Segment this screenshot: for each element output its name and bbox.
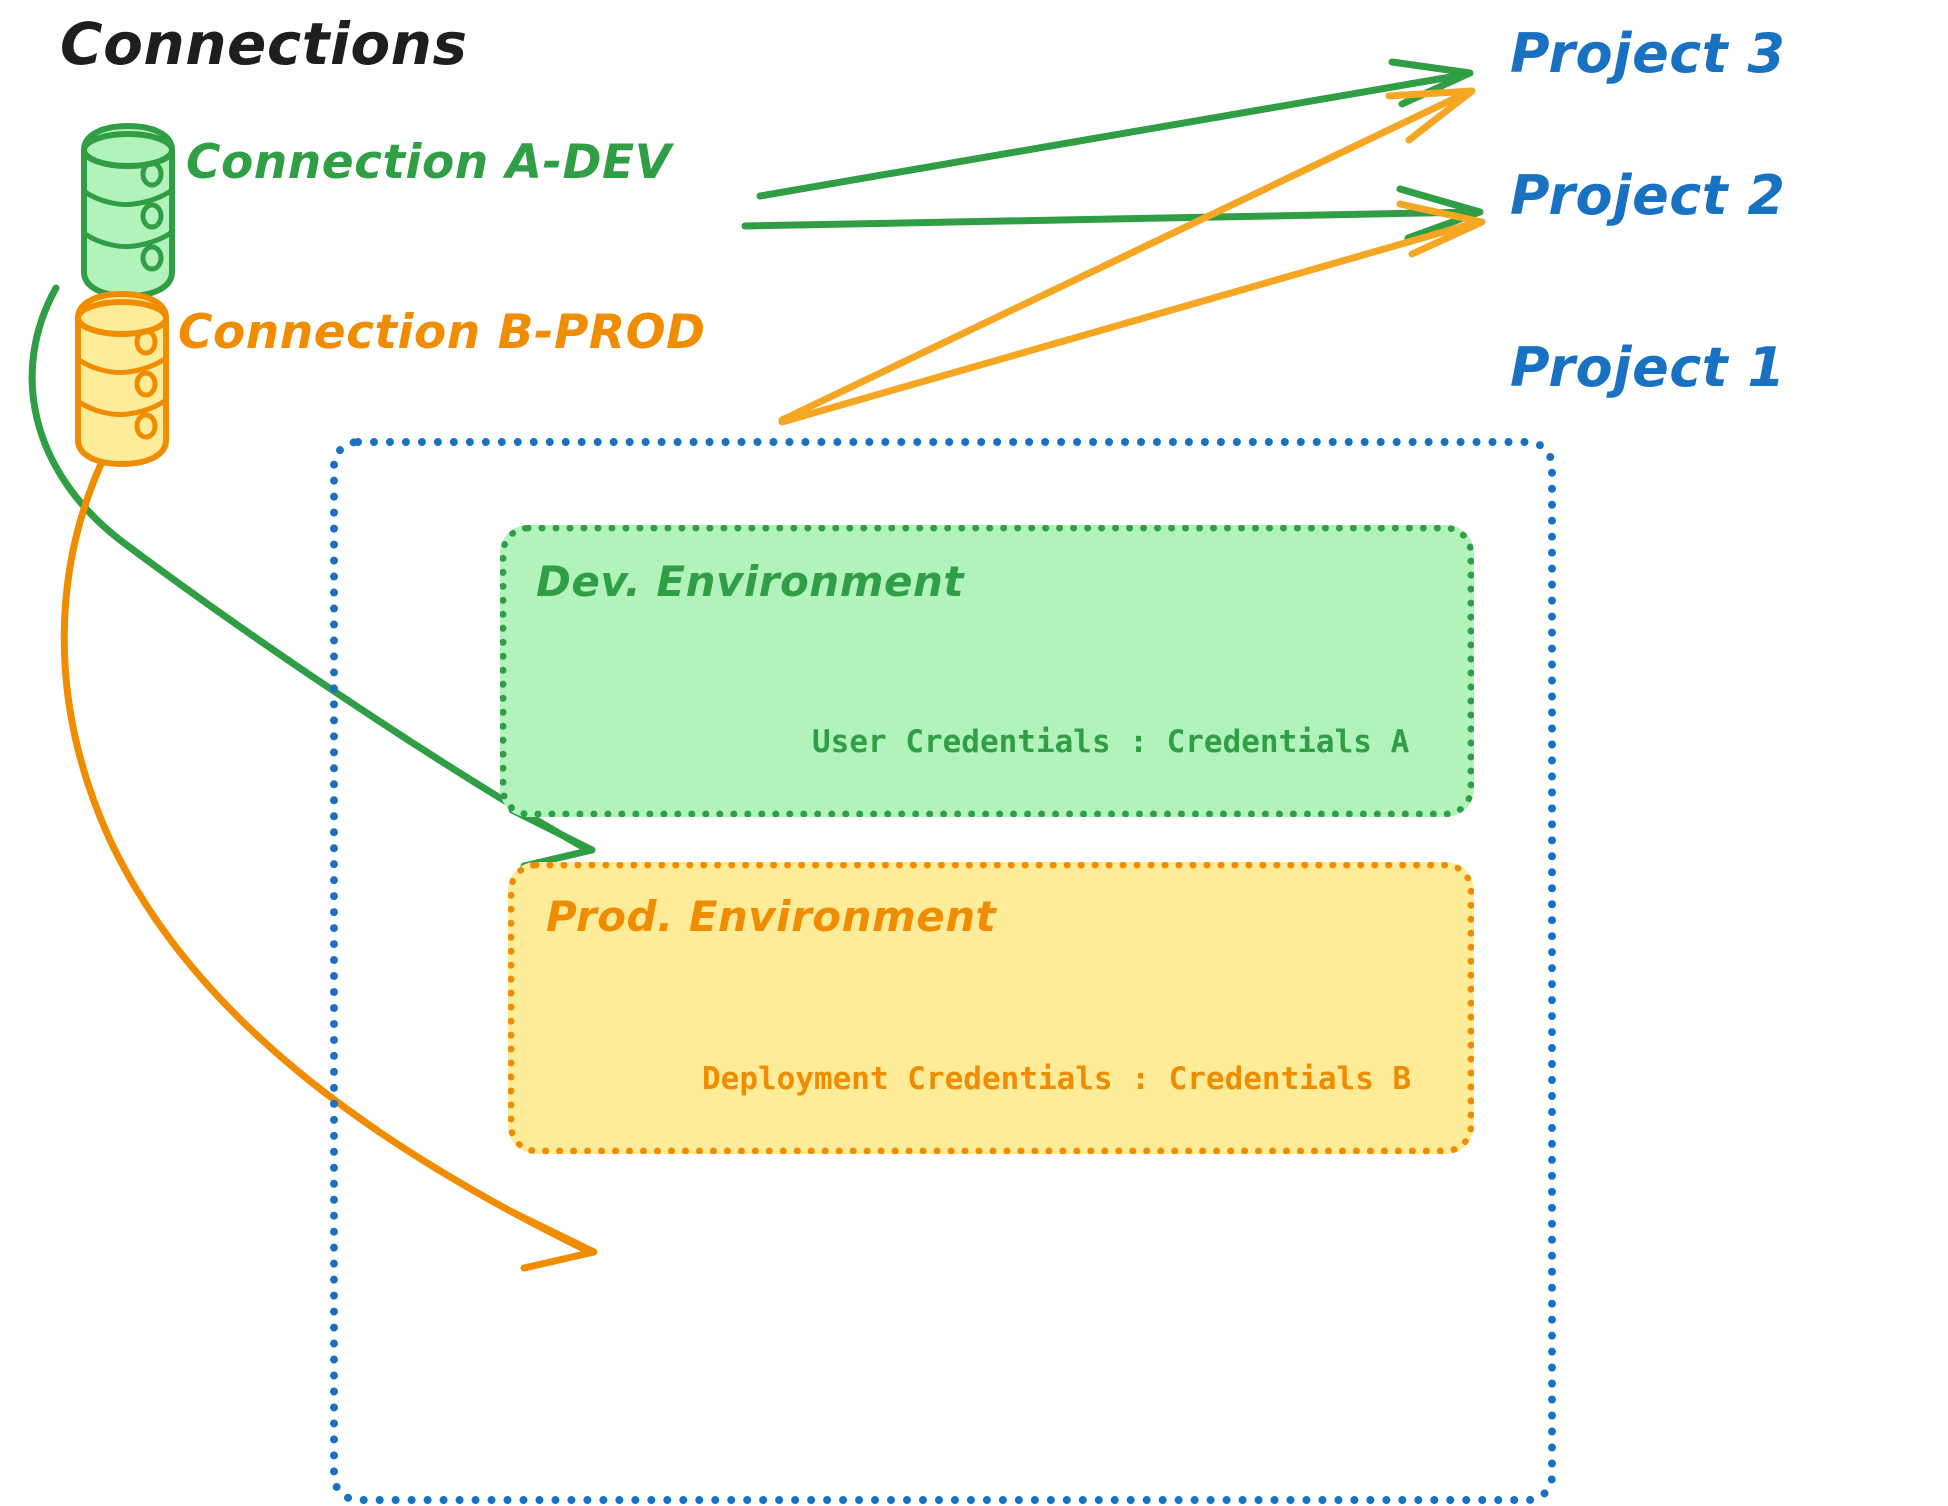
- dev-environment-box[interactable]: [500, 525, 1474, 817]
- page-title: Connections: [60, 10, 468, 78]
- arrow-conn-a-to-dev-environment: [28, 284, 596, 870]
- connection-a-dev-label[interactable]: Connection A-DEV: [186, 135, 672, 190]
- arrow-conn-b-to-project-2: [778, 200, 1486, 426]
- project-2-label[interactable]: Project 2: [1510, 164, 1786, 227]
- dev-environment-title: Dev. Environment: [536, 557, 964, 606]
- project-1-container: [330, 438, 1556, 1504]
- project-3-label[interactable]: Project 3: [1510, 22, 1786, 85]
- database-icon-connection-b-prod[interactable]: [75, 291, 169, 467]
- database-icon-connection-a-dev[interactable]: [81, 123, 175, 299]
- prod-environment-credentials: Deployment Credentials : Credentials B: [702, 1061, 1412, 1097]
- arrow-conn-b-to-prod-environment: [60, 441, 598, 1272]
- prod-environment-title: Prod. Environment: [546, 892, 997, 941]
- prod-environment-box[interactable]: [508, 862, 1474, 1154]
- arrow-conn-a-to-project-2: [741, 185, 1484, 242]
- project-1-label[interactable]: Project 1: [1510, 336, 1786, 399]
- dev-environment-credentials: User Credentials : Credentials A: [812, 724, 1410, 760]
- arrow-conn-a-to-project-3: [756, 58, 1474, 200]
- arrow-conn-b-to-project-3: [778, 87, 1476, 424]
- connection-b-prod-label[interactable]: Connection B-PROD: [178, 305, 706, 360]
